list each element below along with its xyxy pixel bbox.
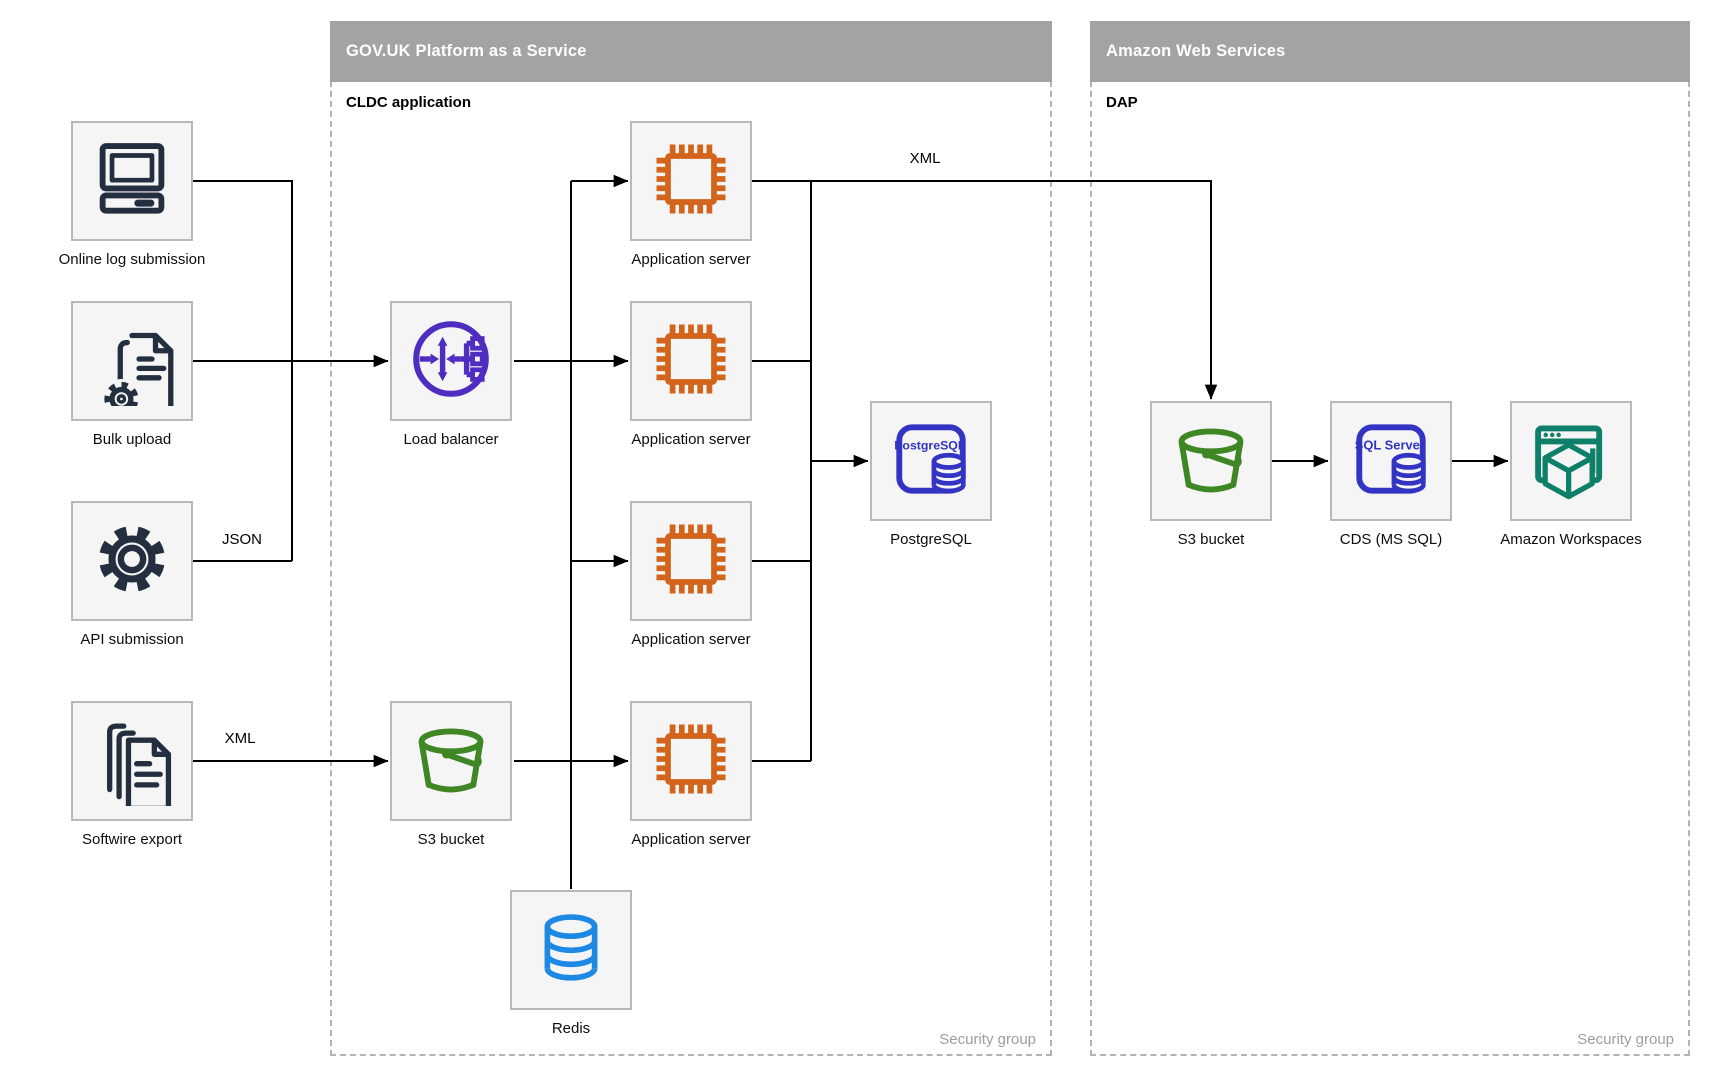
node-label: API submission xyxy=(80,631,184,648)
node-label: Load balancer xyxy=(403,431,499,448)
workspaces-icon xyxy=(1524,412,1618,511)
chip-icon xyxy=(645,513,737,610)
node-app-server-1 xyxy=(630,121,752,241)
edge-label-xml-dap: XML xyxy=(909,150,941,167)
node-label: Amazon Workspaces xyxy=(1500,531,1642,548)
group-govuk-header: GOV.UK Platform as a Service xyxy=(330,21,1052,82)
node-app-server-2 xyxy=(630,301,752,421)
node-app-server-3 xyxy=(630,501,752,621)
group-aws-sublabel: DAP xyxy=(1106,94,1138,111)
documents-stack-icon xyxy=(85,712,179,811)
node-label: Application server xyxy=(631,631,751,648)
s3-bucket-icon xyxy=(404,712,498,811)
sql-server-database-icon: SQL Server xyxy=(1344,412,1438,511)
chip-icon xyxy=(645,713,737,810)
group-aws-header: Amazon Web Services xyxy=(1090,21,1690,82)
load-balancer-icon xyxy=(403,311,499,412)
group-govuk-paas: GOV.UK Platform as a Service CLDC applic… xyxy=(330,21,1052,1056)
node-label: S3 bucket xyxy=(417,831,485,848)
node-label: PostgreSQL xyxy=(890,531,972,548)
group-govuk-title: GOV.UK Platform as a Service xyxy=(346,42,587,60)
group-aws: Amazon Web Services DAP Security group xyxy=(1090,21,1690,1056)
node-label: Online log submission xyxy=(58,251,206,268)
redis-database-icon xyxy=(526,903,616,998)
edge-label-json: JSON xyxy=(221,531,262,548)
node-label: Softwire export xyxy=(81,831,183,848)
svg-text:PostgreSQL: PostgreSQL xyxy=(894,438,966,452)
chip-icon xyxy=(645,133,737,230)
node-s3-bucket-govuk xyxy=(390,701,512,821)
node-bulk-upload xyxy=(71,301,193,422)
node-app-server-4 xyxy=(630,701,752,821)
node-cds-mssql: SQL Server xyxy=(1330,401,1452,521)
chip-icon xyxy=(645,313,737,410)
node-label: S3 bucket xyxy=(1177,531,1245,548)
node-label: Redis xyxy=(551,1020,591,1037)
group-govuk-sublabel: CLDC application xyxy=(346,94,472,111)
node-label: Bulk upload xyxy=(92,431,172,448)
gear-icon xyxy=(85,512,179,611)
group-aws-security-group-label: Security group xyxy=(1577,1031,1674,1048)
node-postgresql: PostgreSQL xyxy=(870,401,992,521)
node-label: Application server xyxy=(631,251,751,268)
node-s3-bucket-aws xyxy=(1150,401,1272,521)
node-api-submission xyxy=(71,501,193,621)
node-online-log-submission xyxy=(71,121,193,241)
document-gear-icon xyxy=(85,312,179,422)
node-softwire-export xyxy=(71,701,193,821)
s3-bucket-icon xyxy=(1164,412,1258,511)
node-label: Application server xyxy=(631,831,751,848)
edge-online-log-to-merge xyxy=(193,180,293,561)
svg-text:SQL Server: SQL Server xyxy=(1355,437,1425,452)
node-redis xyxy=(510,890,632,1010)
node-amazon-workspaces xyxy=(1510,401,1632,521)
group-govuk-security-group-label: Security group xyxy=(939,1031,1036,1048)
postgresql-database-icon: PostgreSQL xyxy=(884,412,978,511)
edge-xml-to-aws-s3 xyxy=(752,180,1218,400)
node-label: CDS (MS SQL) xyxy=(1339,531,1443,548)
desktop-computer-icon xyxy=(85,132,179,231)
node-label: Application server xyxy=(631,431,751,448)
group-aws-title: Amazon Web Services xyxy=(1106,42,1286,60)
node-load-balancer xyxy=(390,301,512,421)
edge-label-xml-softwire: XML xyxy=(224,730,256,747)
